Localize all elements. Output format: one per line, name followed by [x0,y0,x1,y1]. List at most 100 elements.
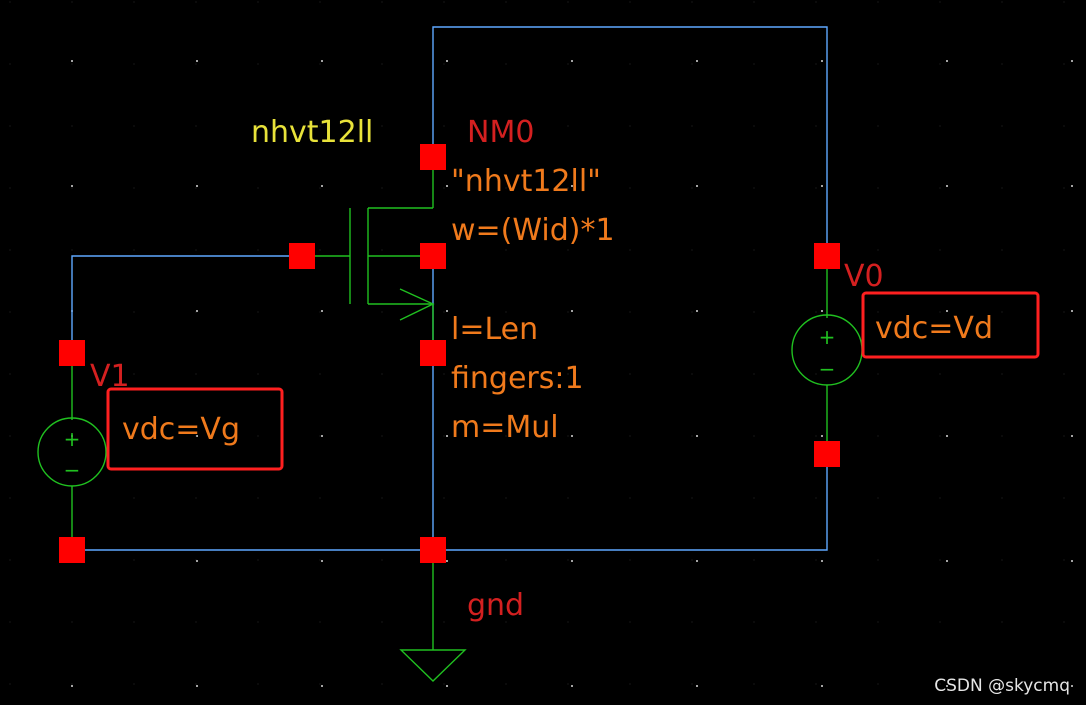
grid-dot-minor [257,683,259,685]
pin-nm0-bulk[interactable] [420,243,446,269]
grid-dot-minor [877,187,879,189]
grid-dot-minor [9,311,11,313]
grid-dot [446,60,448,62]
pin-v1-minus[interactable] [59,537,85,563]
grid-dot [1071,435,1073,437]
grid-dot-minor [939,1,941,3]
grid-dot-minor [381,435,383,437]
nm0-fingers-param[interactable]: fingers:1 [451,361,584,396]
pin-nm0-source[interactable] [420,340,446,366]
v1-dc-param[interactable]: vdc=Vg [122,412,240,447]
v1-param-highlight-box [106,387,284,471]
grid-dot [696,185,698,187]
grid-dot [571,560,573,562]
grid-dot-minor [133,311,135,313]
grid-dot-minor [381,497,383,499]
grid-dot [196,60,198,62]
grid-dot-minor [319,125,321,127]
grid-dot-minor [195,125,197,127]
nm0-width-param[interactable]: w=(Wid)*1 [451,213,615,248]
grid-dot-minor [195,187,197,189]
grid-dot [696,60,698,62]
pin-gnd[interactable] [420,537,446,563]
grid-dot-minor [877,125,879,127]
grid-dot-minor [381,621,383,623]
nm0-length-param[interactable]: l=Len [451,312,538,347]
grid-dot-minor [1063,559,1065,561]
wire-v0-to-ground-net[interactable] [433,454,828,551]
grid-dot-minor [1001,187,1003,189]
grid-dot-minor [877,559,879,561]
wires [71,26,828,551]
grid-dot-minor [505,125,507,127]
grid-dot-minor [629,621,631,623]
nm0-model-label[interactable]: nhvt12ll [251,115,373,150]
grid-dot-minor [319,621,321,623]
grid-dot-minor [195,373,197,375]
grid-dot-minor [505,435,507,437]
v0-instance-label[interactable]: V0 [844,259,884,294]
grid-dot-minor [505,311,507,313]
grid-dot-minor [691,497,693,499]
grid-dot-minor [319,683,321,685]
pin-nm0-gate[interactable] [289,243,315,269]
ground-symbol[interactable] [399,550,467,682]
grid-dot-minor [815,497,817,499]
grid-dot-minor [257,125,259,127]
v0-dc-param[interactable]: vdc=Vd [875,311,993,346]
grid-dot-minor [629,249,631,251]
grid-dot-minor [753,497,755,499]
grid-dot [821,685,823,687]
pin-v0-minus[interactable] [814,441,840,467]
watermark-text: CSDN @skycmq [934,676,1070,696]
grid-dot-minor [443,621,445,623]
grid-dot-minor [443,435,445,437]
grid-dot-minor [443,683,445,685]
grid-dot [946,560,948,562]
grid-dot [821,310,823,312]
grid-dot-minor [691,559,693,561]
grid-dot-minor [9,187,11,189]
nm0-mult-param[interactable]: m=Mul [451,410,559,445]
grid-dot [446,685,448,687]
grid-dot-minor [443,125,445,127]
grid-dot [196,310,198,312]
ground-label[interactable]: gnd [467,588,524,623]
v1-minus-sign: − [64,458,81,482]
nm0-model-param[interactable]: "nhvt12ll" [451,164,601,199]
grid-dot-minor [691,63,693,65]
grid-dot [946,310,948,312]
wire-gate-to-v1[interactable] [71,255,302,353]
pin-v1-plus[interactable] [59,340,85,366]
grid-dot-minor [939,187,941,189]
wire-drain-to-v0[interactable] [432,26,828,256]
nm0-instance-label[interactable]: NM0 [467,115,534,150]
grid-dot-minor [567,435,569,437]
pin-v0-plus[interactable] [814,243,840,269]
grid-dot-minor [257,249,259,251]
grid-dot-minor [319,311,321,313]
grid-dot [446,435,448,437]
grid-dot-minor [691,683,693,685]
grid-dot [821,435,823,437]
grid-dot-minor [877,497,879,499]
pins [59,144,840,563]
grid-dot-minor [9,125,11,127]
grid-dot [571,185,573,187]
grid-dot-minor [815,559,817,561]
grid-dot-minor [567,497,569,499]
grid-dot-minor [195,559,197,561]
grid-dot-minor [505,621,507,623]
grid-dot-minor [815,683,817,685]
grid-dot [571,435,573,437]
grid-dot-minor [71,683,73,685]
pin-nm0-drain[interactable] [420,144,446,170]
grid-dot-minor [567,683,569,685]
grid-dot-minor [877,1,879,3]
grid-dot-minor [753,249,755,251]
grid-dot-minor [629,311,631,313]
grid-dot-minor [629,187,631,189]
grid-dot-minor [71,435,73,437]
